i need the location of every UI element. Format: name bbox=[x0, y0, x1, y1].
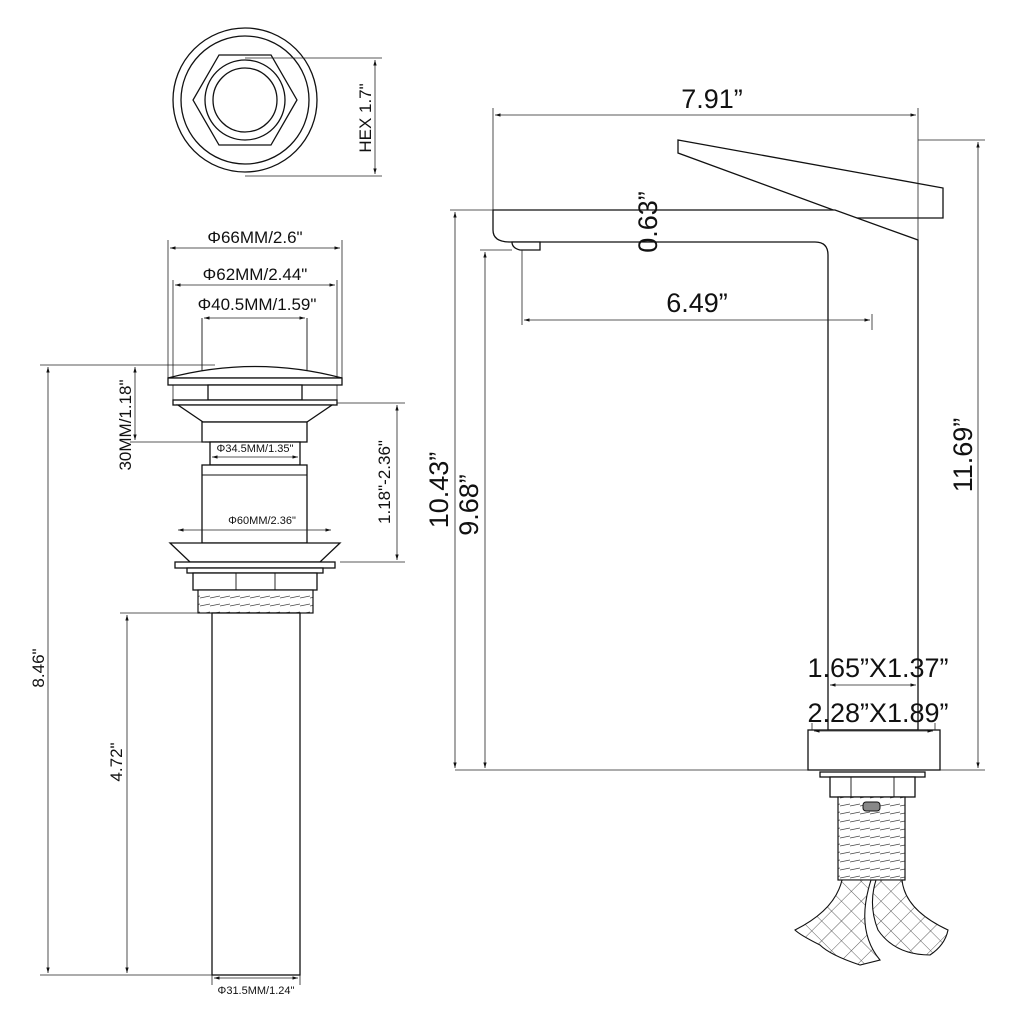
threaded-nut bbox=[197, 589, 314, 614]
spout-reach-label: 6.49” bbox=[666, 288, 728, 318]
drain-total-height-label: 8.46" bbox=[29, 648, 48, 687]
diameter-31-label: Φ31.5MM/1.24" bbox=[218, 985, 295, 997]
diameter-40-label: Φ40.5MM/1.59" bbox=[198, 295, 317, 314]
total-height-label: 11.69” bbox=[948, 418, 978, 493]
drain-side-view: Φ66MM/2.6" Φ62MM/2.44" Φ40.5MM/1.59" Φ34… bbox=[29, 228, 405, 997]
supply-hose-left bbox=[794, 879, 881, 966]
base-size-label: 2.28”X1.89” bbox=[807, 698, 948, 728]
body-size-label: 1.65”X1.37” bbox=[807, 653, 948, 683]
spout-outlet-height-label: 9.68” bbox=[454, 474, 484, 536]
diameter-62-label: Φ62MM/2.44" bbox=[203, 265, 308, 284]
cap-height-label: 30MM/1.18" bbox=[116, 379, 135, 470]
spout-top-height-label: 10.43” bbox=[424, 452, 454, 529]
adjust-range-label: 1.18"-2.36" bbox=[375, 440, 394, 524]
drain-top-view: HEX 1.7" bbox=[172, 27, 382, 177]
diameter-60-label: Φ60MM/2.36" bbox=[228, 515, 296, 527]
faucet-side-view: 7.91” 0.63” 6.49” 10.43” 9.68” 11.69” 1.… bbox=[424, 84, 985, 966]
diameter-34-label: Φ34.5MM/1.35" bbox=[217, 443, 294, 455]
hex-size-label: HEX 1.7" bbox=[356, 83, 375, 152]
spout-thickness-label: 0.63” bbox=[633, 191, 663, 253]
supply-hose-right bbox=[871, 879, 949, 956]
faucet-width-label: 7.91” bbox=[681, 84, 743, 114]
diameter-66-label: Φ66MM/2.6" bbox=[207, 228, 302, 247]
pipe-length-label: 4.72" bbox=[107, 742, 126, 781]
set-screw bbox=[862, 801, 881, 812]
